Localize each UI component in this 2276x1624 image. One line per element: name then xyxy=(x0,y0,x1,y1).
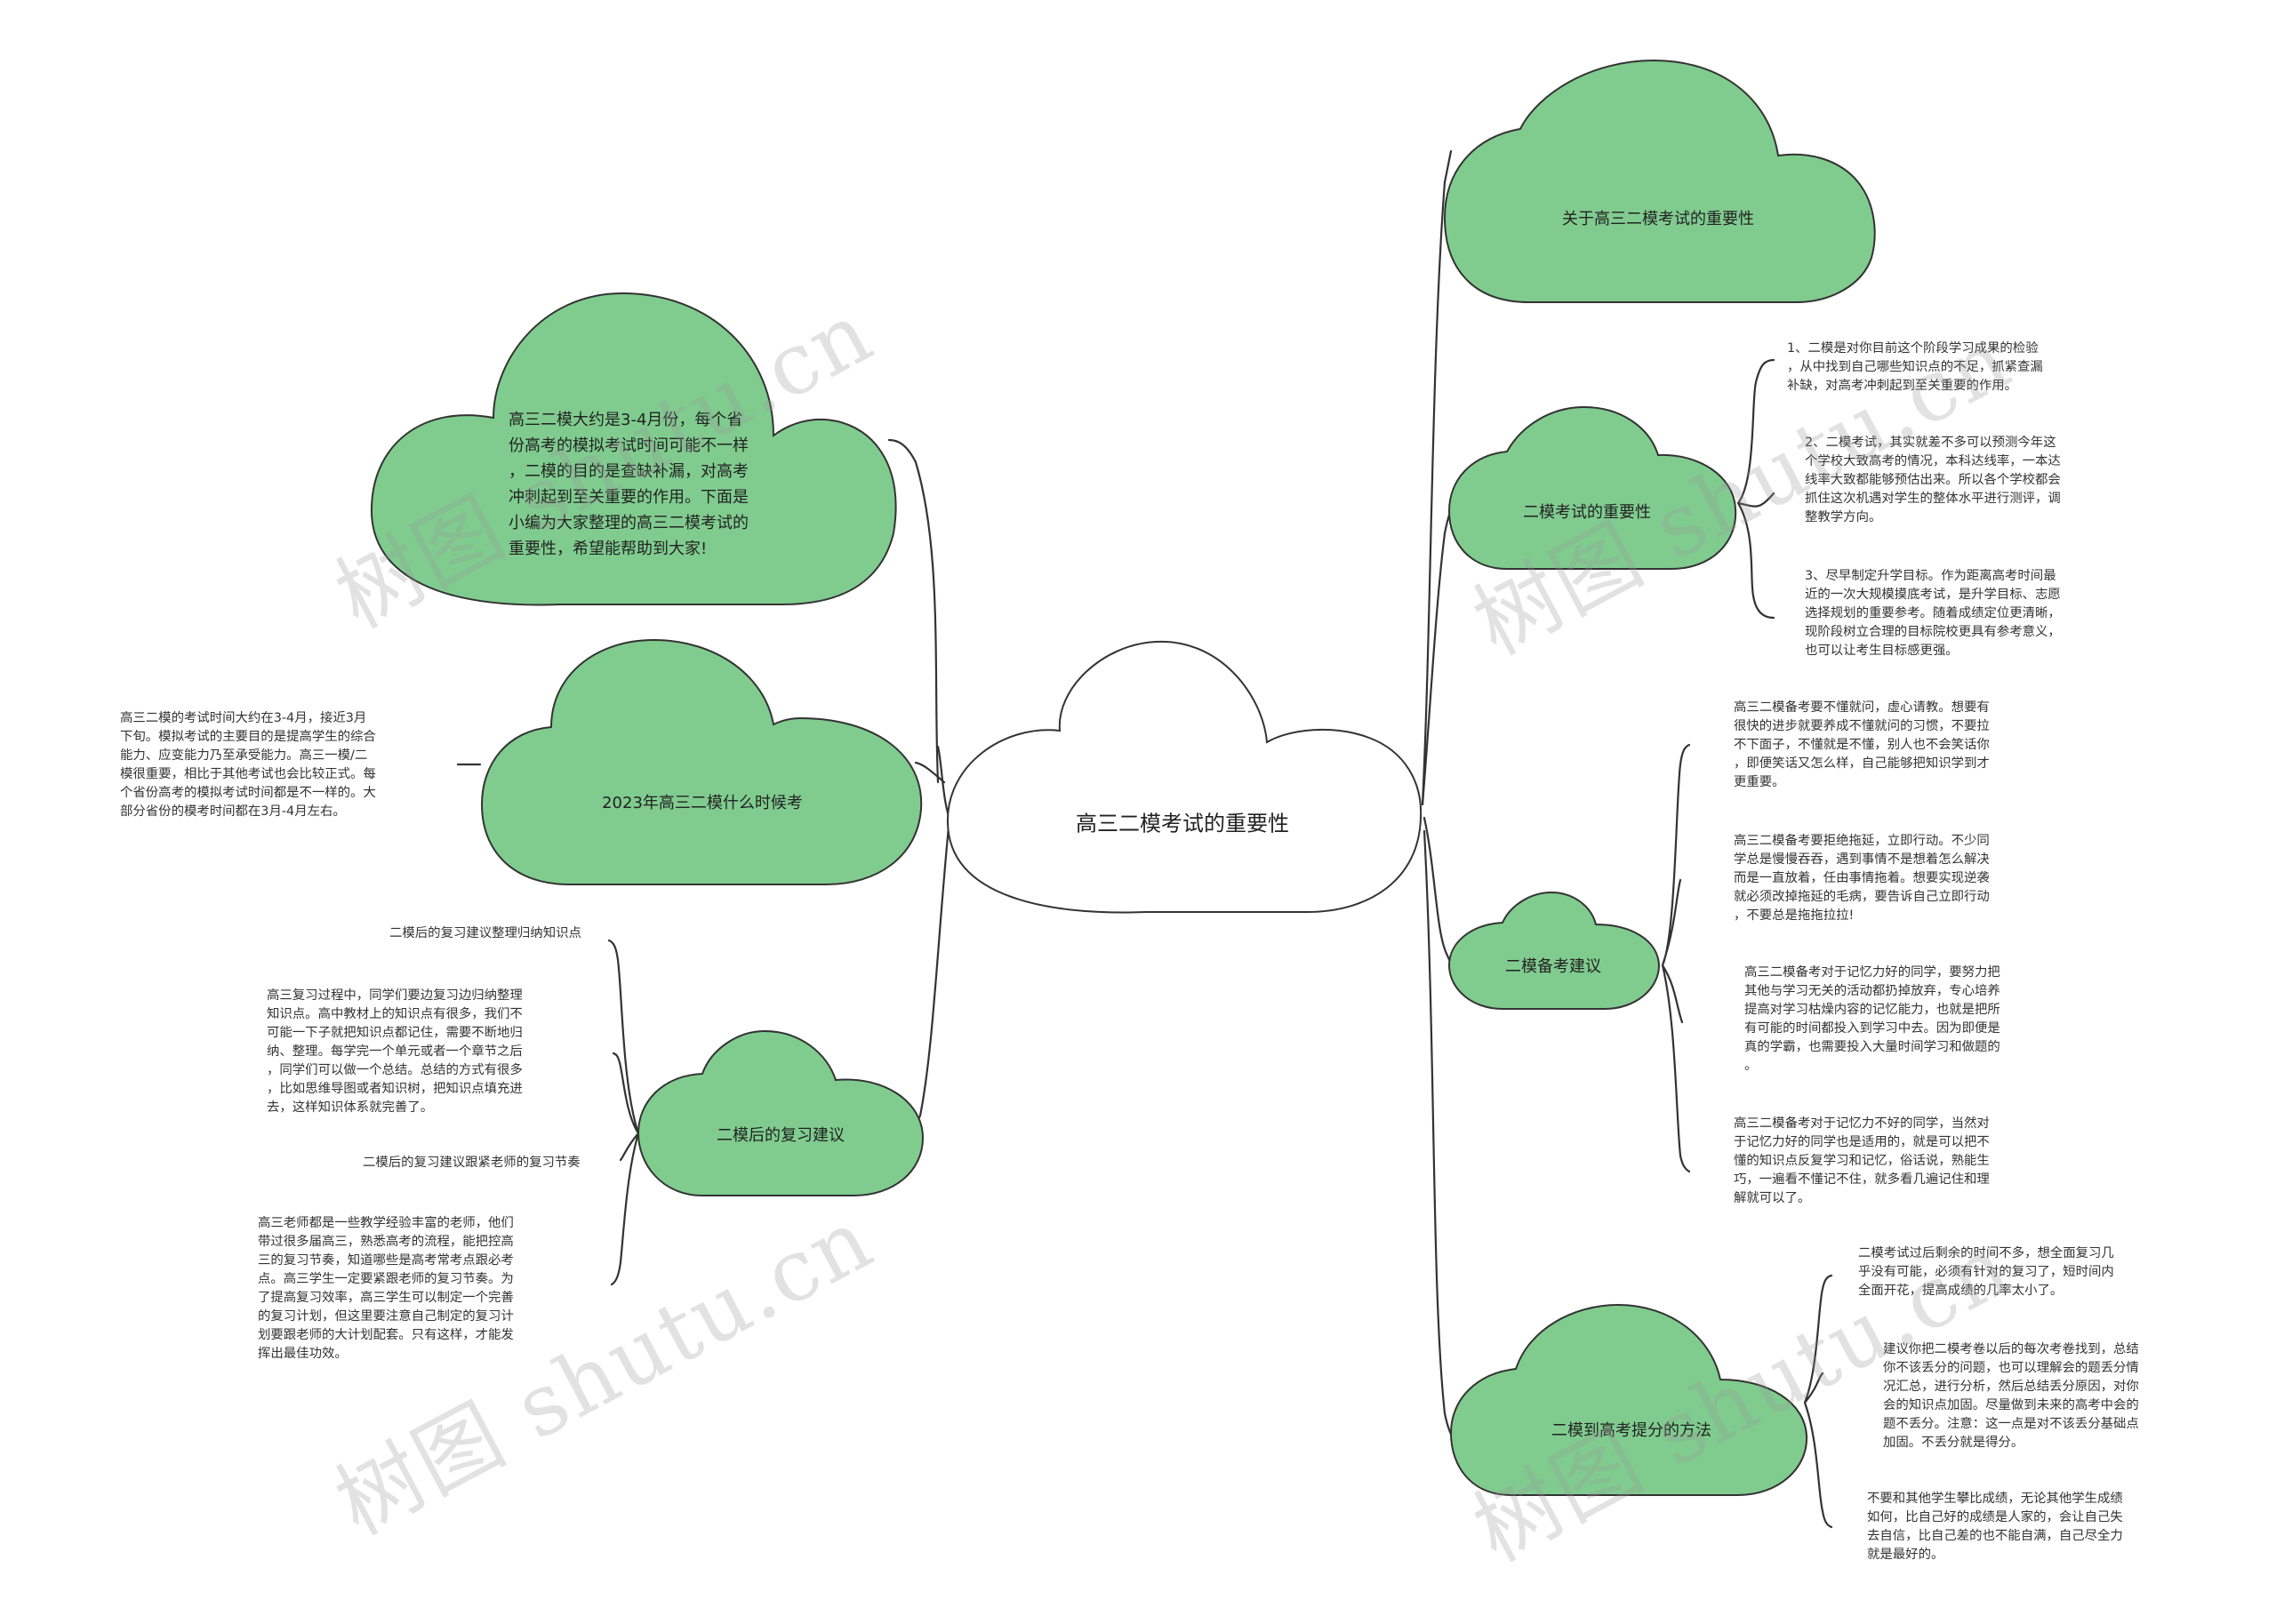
intro-text[interactable]: 高三二模大约是3-4月份，每个省 份高考的模拟考试时间可能不一样 ，二模的目的是… xyxy=(509,411,749,558)
connector-right-improve xyxy=(1422,829,1455,1440)
review-item-2: 高三复习过程中，同学们要边复习边归纳整理 知识点。高中教材上的知识点有很多，我们… xyxy=(267,988,523,1115)
topic-when[interactable]: 2023年高三二模什么时候考 xyxy=(602,794,803,812)
prep-item-1: 高三二模备考要不懂就问，虚心请教。想要有 很快的进步就要养成不懂就问的习惯，不要… xyxy=(1734,700,1990,789)
topic-about[interactable]: 关于高三二模考试的重要性 xyxy=(1562,210,1754,228)
review-item-1: 二模后的复习建议整理归纳知识点 xyxy=(389,926,581,940)
brace-importance xyxy=(1736,358,1775,620)
topic-importance[interactable]: 二模考试的重要性 xyxy=(1523,503,1651,522)
improve-item-3: 不要和其他学生攀比成绩，无论其他学生成绩 如何，比自己好的成绩是人家的，会让自己… xyxy=(1867,1492,2123,1562)
topic-prep[interactable]: 二模备考建议 xyxy=(1505,957,1601,976)
topic-review[interactable]: 二模后的复习建议 xyxy=(717,1126,845,1145)
cloud-prep xyxy=(1447,891,1661,1010)
connectors xyxy=(456,149,1833,1529)
cloud-improve xyxy=(1449,1303,1808,1496)
connector-left-review xyxy=(894,816,951,1138)
cloud-intro xyxy=(370,292,897,606)
prep-item-2: 高三二模备考要拒绝拖延，立即行动。不少同 学总是慢慢吞吞，遇到事情不是想着怎么解… xyxy=(1734,834,1990,923)
prep-item-4: 高三二模备考对于记忆力不好的同学，当然对 于记忆力好的同学也是适用的，就是可以把… xyxy=(1734,1116,1990,1205)
brace-prep xyxy=(1661,743,1691,1173)
when-detail: 高三二模的考试时间大约在3-4月，接近3月 下旬。模拟考试的主要目的是提高学生的… xyxy=(120,711,376,819)
cloud-center xyxy=(946,640,1422,914)
connector-left-when xyxy=(914,761,946,784)
cloud-about xyxy=(1443,59,1876,303)
cloud-review xyxy=(637,1029,925,1196)
improve-item-2: 建议你把二模考卷以后的每次考卷找到，总结 你不该丢分的问题，也可以理解会的题丢分… xyxy=(1883,1342,2139,1450)
importance-item-3: 3、尽早制定升学目标。作为距离高考时间最 近的一次大规模摸底考试，是升学目标、志… xyxy=(1805,569,2061,658)
brace-improve xyxy=(1803,1274,1833,1529)
prep-item-3: 高三二模备考对于记忆力好的同学，要努力把 其他与学习无关的活动都扔掉放弃，专心培… xyxy=(1744,965,2000,1073)
topic-improve[interactable]: 二模到高考提分的方法 xyxy=(1551,1421,1711,1440)
connector-right-importance xyxy=(1421,509,1453,806)
importance-item-1: 1、二模是对你目前这个阶段学习成果的检验 ，从中找到自己哪些知识点的不足，抓紧查… xyxy=(1787,341,2043,393)
improve-item-1: 二模考试过后剩余的时间不多，想全面复习几 乎没有可能，必须有针对的复习了，短时间… xyxy=(1858,1246,2114,1298)
review-item-3: 二模后的复习建议跟紧老师的复习节奏 xyxy=(363,1156,581,1170)
review-item-4: 高三老师都是一些教学经验丰富的老师，他们 带过很多届高三，熟悉高考的流程，能把控… xyxy=(258,1216,514,1361)
brace-review xyxy=(607,939,640,1286)
cloud-when xyxy=(480,638,923,885)
center-topic[interactable]: 高三二模考试的重要性 xyxy=(1076,811,1289,836)
connector-right-about xyxy=(1421,149,1453,806)
cloud-importance xyxy=(1447,405,1737,570)
connector-left-intro xyxy=(887,438,940,784)
importance-item-2: 2、二模考试，其实就差不多可以预测今年这 个学校大致高考的情况，本科达线率，一本… xyxy=(1805,436,2061,524)
